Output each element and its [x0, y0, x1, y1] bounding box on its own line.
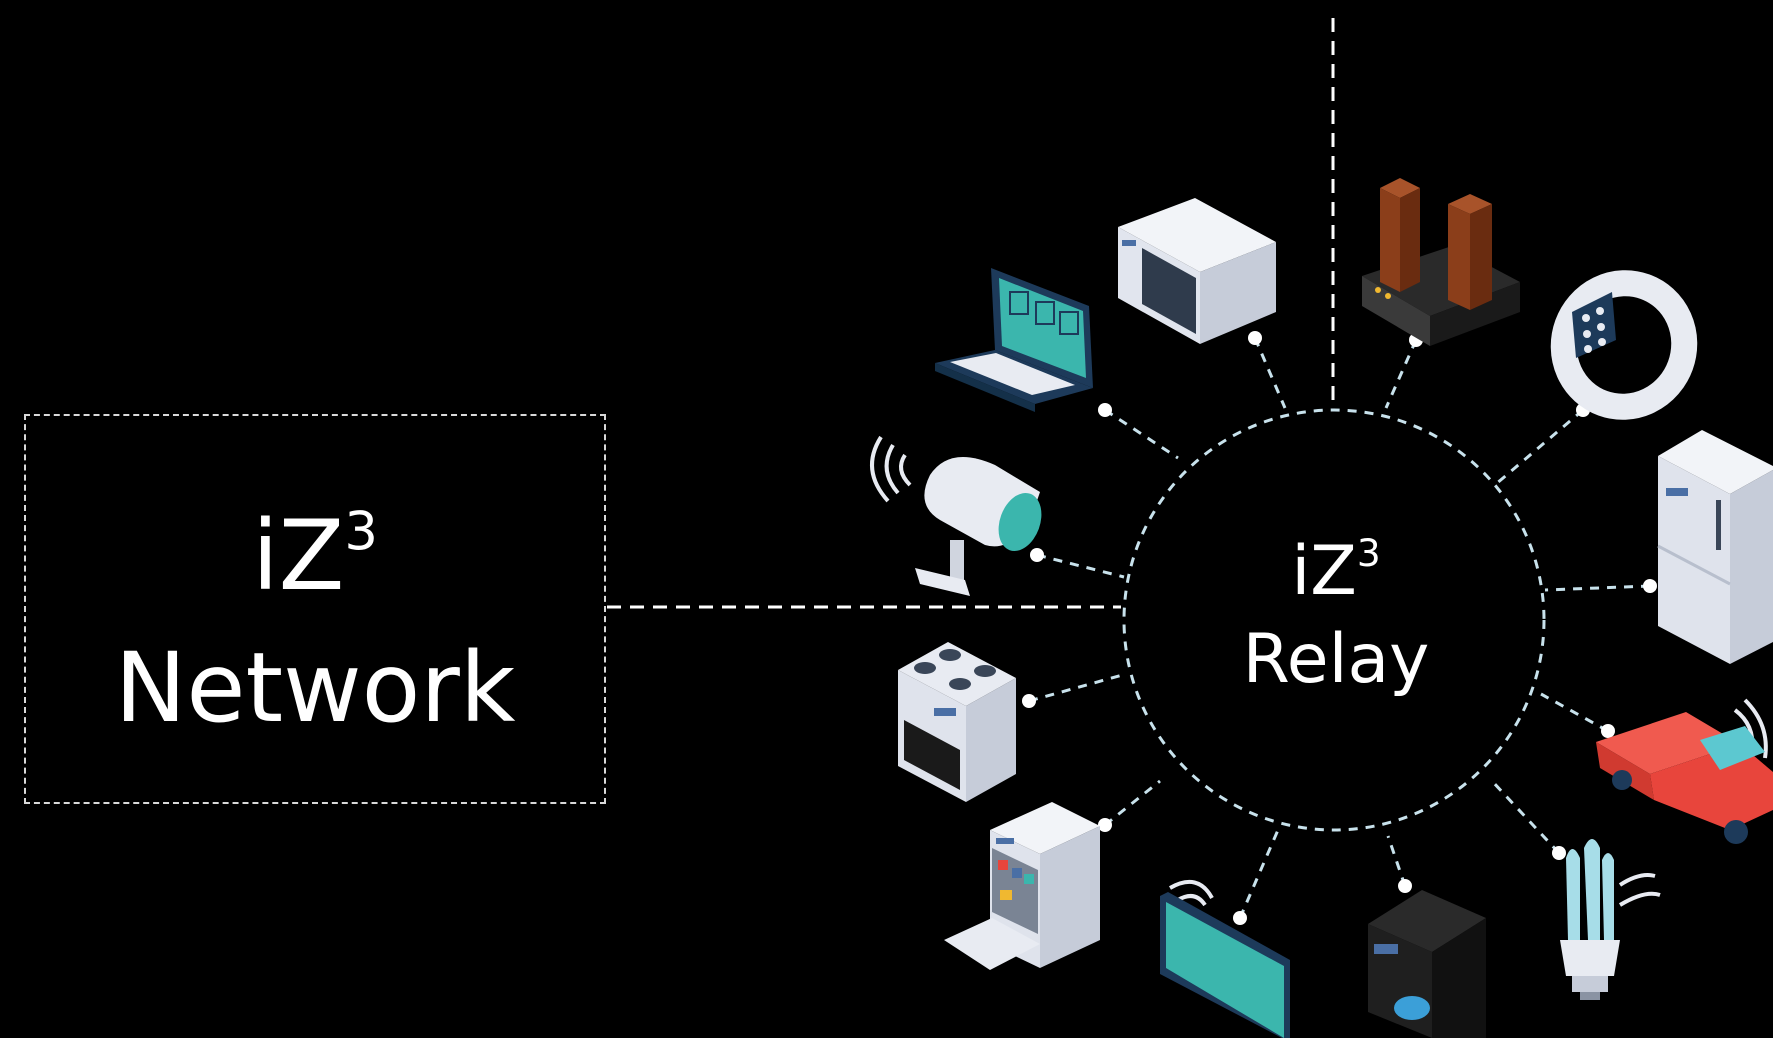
spoke-bulb — [1490, 779, 1561, 855]
spoke-microwave — [1253, 337, 1287, 409]
spoke-bracelet — [1495, 408, 1584, 486]
coffee-machine-icon — [1368, 890, 1486, 1038]
network-brand: iZ3 — [24, 490, 606, 622]
dot-fridge — [1643, 579, 1657, 593]
pickup-truck-icon — [1596, 698, 1773, 844]
dot-laptop — [1098, 403, 1112, 417]
spoke-fridge — [1544, 584, 1651, 592]
dot-stove — [1022, 694, 1036, 708]
relay-title: iZ3 Relay — [1186, 528, 1486, 704]
security-camera-icon — [870, 435, 1042, 596]
light-bulb-icon — [1560, 839, 1661, 1000]
relay-ring — [1122, 408, 1546, 832]
relay-label: Relay — [1242, 620, 1430, 699]
dot-dishwasher — [1098, 818, 1112, 832]
relay-brand-prefix: iZ — [1291, 532, 1357, 611]
spoke-stove — [1028, 672, 1127, 703]
device-spokes — [1028, 337, 1651, 919]
dot-camera — [1030, 548, 1044, 562]
network-title: iZ3 Network — [24, 490, 606, 754]
smart-bracelet-icon — [1550, 270, 1698, 420]
spoke-speakers — [1384, 339, 1418, 409]
dot-coffee — [1398, 879, 1412, 893]
refrigerator-icon — [1657, 430, 1773, 664]
laptop-icon — [935, 268, 1093, 412]
microwave-icon — [1118, 198, 1276, 344]
spoke-dots — [1022, 331, 1657, 925]
network-brand-prefix: iZ — [251, 500, 345, 612]
dot-microwave — [1248, 331, 1262, 345]
network-brand-exponent: 3 — [344, 501, 379, 563]
spoke-coffee — [1386, 835, 1407, 887]
speakers-icon — [1362, 178, 1520, 346]
spoke-dishwasher — [1104, 779, 1161, 827]
dot-tv — [1233, 911, 1247, 925]
spoke-camera — [1036, 553, 1125, 579]
network-label: Network — [114, 632, 516, 744]
relay-brand-exponent: 3 — [1356, 530, 1381, 575]
dot-truck — [1601, 724, 1615, 738]
dishwasher-icon — [944, 802, 1100, 970]
spoke-tv — [1238, 829, 1280, 919]
network-box — [24, 414, 606, 804]
dot-bulb — [1552, 846, 1566, 860]
stove-icon — [898, 642, 1016, 802]
relay-brand: iZ3 — [1186, 528, 1486, 616]
spoke-laptop — [1104, 408, 1179, 460]
television-icon — [1160, 879, 1290, 1038]
spoke-truck — [1540, 692, 1609, 733]
